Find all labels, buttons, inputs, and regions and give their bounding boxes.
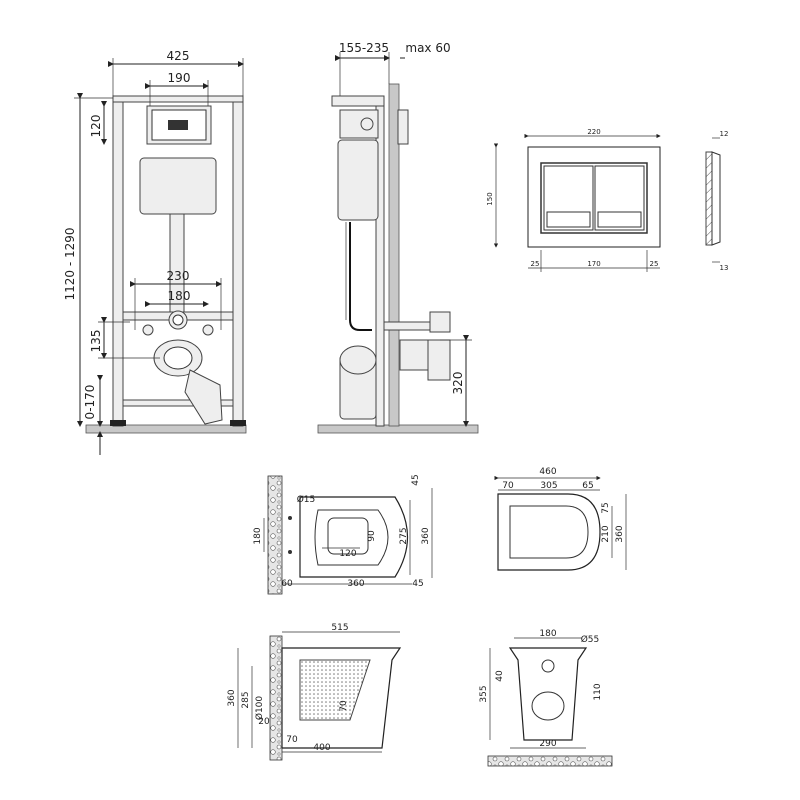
dim-plate-w: 220 <box>587 128 600 136</box>
dim-base-offset: 70 <box>286 735 298 745</box>
dim-seg-mid: 305 <box>540 481 557 491</box>
dim-plate-margin-right: 25 <box>650 260 659 268</box>
frame-bottom-bar <box>122 399 234 407</box>
floor-slab <box>85 424 247 434</box>
frame-top-bar <box>112 95 244 103</box>
cistern-side <box>337 139 379 221</box>
dim-plate-depth-bottom: 13 <box>720 264 729 272</box>
dim-wall-gap: max 60 <box>405 41 450 55</box>
dim-plate-width: 190 <box>168 71 191 85</box>
dim-front-outlet: 110 <box>593 683 603 700</box>
dim-hole-dia: Ø15 <box>297 494 316 505</box>
dim-side-height: 360 <box>227 689 237 706</box>
bowl-plan-view: 460 70 305 65 75 210 360 <box>494 467 627 571</box>
dim-base-length: 400 <box>313 743 330 753</box>
frame-right-upright <box>232 97 244 427</box>
frame-front-view: 425 190 120 1120 - 1290 230 180 135 0-17… <box>63 49 247 455</box>
dim-foot-range: 0-170 <box>83 385 97 420</box>
wall-section <box>388 83 400 427</box>
dim-outlet-width: 120 <box>339 549 356 559</box>
dim-outlet-height: 320 <box>451 372 465 395</box>
dim-plate-span: 170 <box>587 260 600 268</box>
cistern <box>139 157 217 215</box>
dim-pipe-dia: Ø100 <box>254 696 265 721</box>
dim-drain-height: 135 <box>89 330 103 353</box>
dim-bowl-length: 360 <box>347 579 364 589</box>
dim-plan-height: 360 <box>615 525 625 542</box>
dim-plate-margin-left: 25 <box>531 260 540 268</box>
dim-front-height: 355 <box>479 685 489 702</box>
dim-frame-depth: 155-235 <box>339 41 389 55</box>
dim-hole-spacing: 180 <box>253 527 263 544</box>
dim-seg-left: 70 <box>502 481 514 491</box>
dim-bowl-total-width: 460 <box>539 467 556 477</box>
dim-plate-h: 150 <box>486 192 494 205</box>
dim-seg-right: 65 <box>582 481 593 491</box>
frame-side-view: 155-235 max 60 320 <box>317 41 479 434</box>
dim-front-top-depth: 40 <box>495 670 505 682</box>
dim-front-top-width: 180 <box>539 629 556 639</box>
dim-wall-offset: 60 <box>281 579 293 589</box>
dim-offset-top: 45 <box>411 474 421 485</box>
dim-front-base-width: 290 <box>539 739 556 749</box>
dim-rear-overhang: 45 <box>412 579 423 589</box>
dim-frame-height: 1120 - 1290 <box>63 227 77 300</box>
dim-bolt-outer: 230 <box>167 269 190 283</box>
dim-bolt-inner: 180 <box>168 289 191 303</box>
dim-base-gap: 20 <box>258 717 270 727</box>
dim-side-length: 515 <box>331 623 348 633</box>
frame-left-upright <box>112 97 124 427</box>
dim-total-height: 360 <box>421 527 431 544</box>
flush-plate-view: 220 150 25 170 25 12 13 <box>486 128 728 272</box>
dim-front-hole: Ø55 <box>581 634 600 645</box>
dim-plate-depth-top: 12 <box>720 130 729 138</box>
dim-inner-offset: 70 <box>339 700 349 712</box>
dim-top-gap: 75 <box>601 502 611 513</box>
dim-inner-width: 210 <box>601 525 611 542</box>
bowl-top-view: Ø15 180 120 90 45 275 360 60 360 45 <box>253 474 433 595</box>
dim-outlet-depth: 90 <box>367 530 377 542</box>
dim-side-outlet-height: 285 <box>241 691 251 708</box>
bowl-front-view: 180 Ø55 40 355 110 290 <box>479 629 613 767</box>
dim-inner-length: 275 <box>399 527 409 544</box>
dim-plate-height: 120 <box>89 115 103 138</box>
dim-frame-width: 425 <box>167 49 190 63</box>
bowl-side-view: 515 360 285 Ø100 70 20 70 400 <box>227 623 402 761</box>
